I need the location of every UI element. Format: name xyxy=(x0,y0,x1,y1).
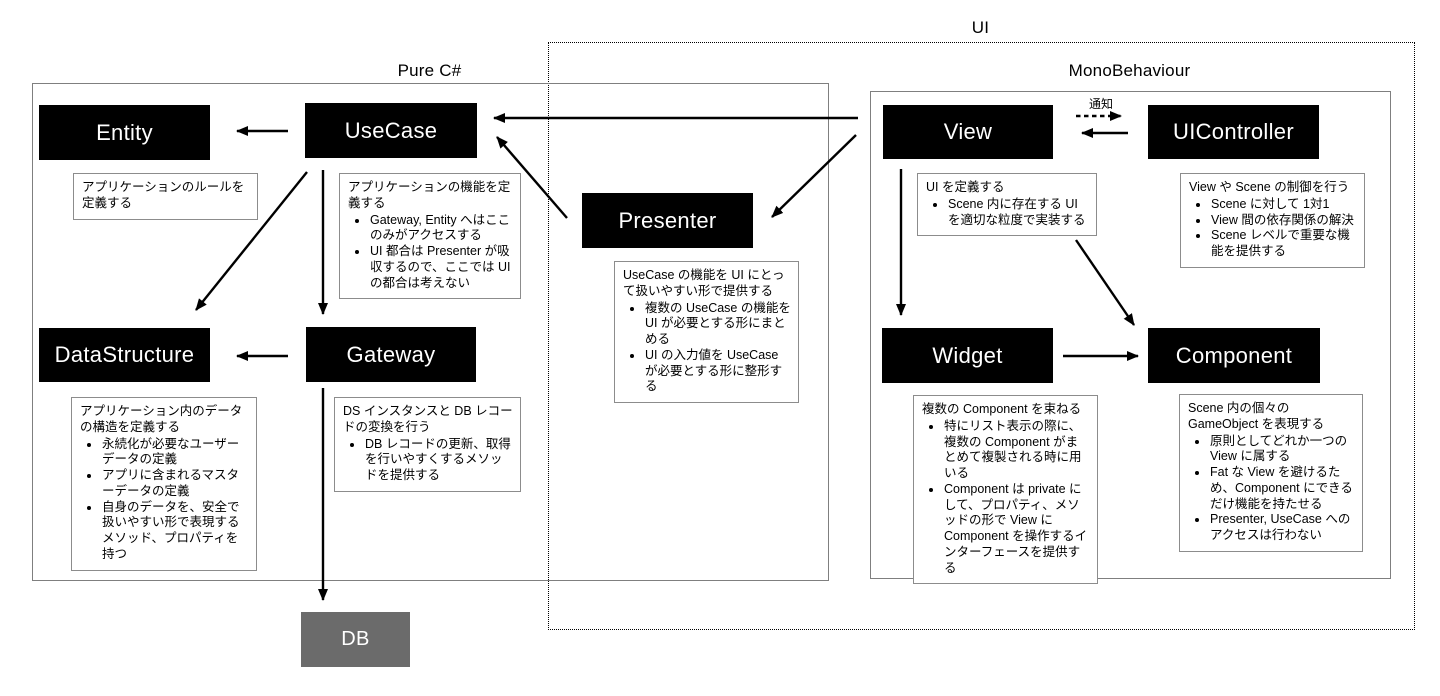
node-presenter: Presenter xyxy=(582,193,753,248)
note-datastructure: アプリケーション内のデータの構造を定義する 永続化が必要なユーザーデータの定義 … xyxy=(71,397,257,571)
note-gateway-lead: DS インスタンスと DB レコードの変換を行う xyxy=(343,404,513,434)
note-usecase-lead: アプリケーションの機能を定義する xyxy=(348,180,511,210)
node-db: DB xyxy=(301,612,410,667)
node-widget: Widget xyxy=(882,328,1053,383)
note-presenter-bullet: UI の入力値を UseCase が必要とする形に整形する xyxy=(644,348,791,395)
note-component-bullet: Fat な View を避けるため、Component にできるだけ機能を持たせ… xyxy=(1209,465,1355,512)
node-gateway: Gateway xyxy=(306,327,476,382)
note-view-lead: UI を定義する xyxy=(926,180,1005,194)
note-presenter: UseCase の機能を UI にとって扱いやすい形で提供する 複数の UseC… xyxy=(614,261,799,403)
note-uicontroller-bullet: Scene に対して 1対1 xyxy=(1210,197,1357,213)
node-uicontroller: UIController xyxy=(1148,105,1319,159)
monobehaviour-zone-box xyxy=(870,91,1391,579)
note-uicontroller-bullet: View 間の依存関係の解決 xyxy=(1210,213,1357,229)
note-view-bullet: Scene 内に存在する UI を適切な粒度で実装する xyxy=(947,197,1089,229)
note-widget: 複数の Component を束ねる 特にリスト表示の際に、複数の Compon… xyxy=(913,395,1098,585)
note-datastructure-lead: アプリケーション内のデータの構造を定義する xyxy=(80,404,243,434)
ui-zone-label: UI xyxy=(971,18,990,37)
note-component-lead: Scene 内の個々の GameObject を表現する xyxy=(1188,401,1325,431)
note-datastructure-bullet: 自身のデータを、安全で扱いやすい形で表現するメソッド、プロパティを持つ xyxy=(101,500,249,563)
note-widget-bullet: Component は private にして、プロパティ、メソッドの形で Vi… xyxy=(943,482,1090,577)
note-presenter-bullet: 複数の UseCase の機能を UI が必要とする形にまとめる xyxy=(644,301,791,348)
note-uicontroller: View や Scene の制御を行う Scene に対して 1対1 View … xyxy=(1180,173,1365,268)
note-usecase-bullet: UI 都合は Presenter が吸収するので、ここでは UI の都合は考えな… xyxy=(369,244,513,291)
pure-csharp-zone-label: Pure C# xyxy=(397,61,462,80)
notify-arrow-label: 通知 xyxy=(1088,97,1113,111)
note-widget-bullet: 特にリスト表示の際に、複数の Component がまとめて複製される時に用いる xyxy=(943,419,1090,482)
note-entity: アプリケーションのルールを定義する xyxy=(73,173,258,220)
monobehaviour-zone-label: MonoBehaviour xyxy=(1068,61,1191,80)
node-entity: Entity xyxy=(39,105,210,160)
node-component: Component xyxy=(1148,328,1320,383)
note-usecase: アプリケーションの機能を定義する Gateway, Entity へはここのみが… xyxy=(339,173,521,300)
note-usecase-bullet: Gateway, Entity へはここのみがアクセスする xyxy=(369,213,513,245)
note-component-bullet: 原則としてどれか一つの View に属する xyxy=(1209,434,1355,466)
note-uicontroller-bullet: Scene レベルで重要な機能を提供する xyxy=(1210,228,1357,260)
note-component-bullet: Presenter, UseCase へのアクセスは行わない xyxy=(1209,512,1355,544)
note-component: Scene 内の個々の GameObject を表現する 原則としてどれか一つの… xyxy=(1179,394,1363,552)
note-datastructure-bullet: 永続化が必要なユーザーデータの定義 xyxy=(101,437,249,469)
note-view: UI を定義する Scene 内に存在する UI を適切な粒度で実装する xyxy=(917,173,1097,237)
note-gateway-bullet: DB レコードの更新、取得を行いやすくするメソッドを提供する xyxy=(364,437,513,484)
note-gateway: DS インスタンスと DB レコードの変換を行う DB レコードの更新、取得を行… xyxy=(334,397,521,492)
note-uicontroller-lead: View や Scene の制御を行う xyxy=(1189,180,1350,194)
note-datastructure-bullet: アプリに含まれるマスターデータの定義 xyxy=(101,468,249,500)
note-entity-lead: アプリケーションのルールを定義する xyxy=(82,180,245,210)
node-view: View xyxy=(883,105,1053,159)
ui-zone-box xyxy=(548,42,1415,630)
node-datastructure: DataStructure xyxy=(39,328,210,382)
note-widget-lead: 複数の Component を束ねる xyxy=(922,402,1082,416)
pure-csharp-zone-box xyxy=(32,83,829,581)
node-usecase: UseCase xyxy=(305,103,477,158)
note-presenter-lead: UseCase の機能を UI にとって扱いやすい形で提供する xyxy=(623,268,785,298)
